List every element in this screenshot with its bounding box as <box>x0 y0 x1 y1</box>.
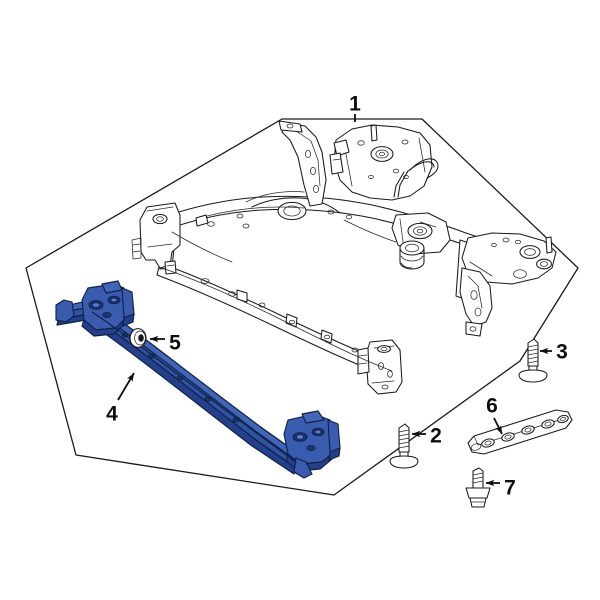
callout-labels: 1 2 3 4 5 6 7 <box>106 93 568 500</box>
callout-label-2[interactable]: 2 <box>430 425 442 448</box>
part-long-bolt-3[interactable] <box>518 338 548 383</box>
callout-label-4[interactable]: 4 <box>106 403 118 426</box>
part-mounting-bushing-grommet[interactable] <box>129 328 147 348</box>
part-front-crossmember-brace-highlighted[interactable] <box>55 280 341 479</box>
part-long-bolt-2[interactable] <box>389 423 419 469</box>
assembly-boundary-outline <box>25 118 579 496</box>
callout-label-7[interactable]: 7 <box>504 477 516 500</box>
callout-leader-6 <box>493 417 503 435</box>
callout-label-5[interactable]: 5 <box>169 332 181 355</box>
part-engine-cradle-subframe[interactable] <box>131 120 557 395</box>
part-flange-bolt-7[interactable] <box>465 467 491 508</box>
callout-label-1[interactable]: 1 <box>349 93 361 116</box>
callout-label-3[interactable]: 3 <box>556 341 568 364</box>
part-reinforcement-bracket-strip[interactable] <box>467 409 573 455</box>
callout-leader-4 <box>117 372 135 401</box>
callout-label-6[interactable]: 6 <box>486 395 498 418</box>
